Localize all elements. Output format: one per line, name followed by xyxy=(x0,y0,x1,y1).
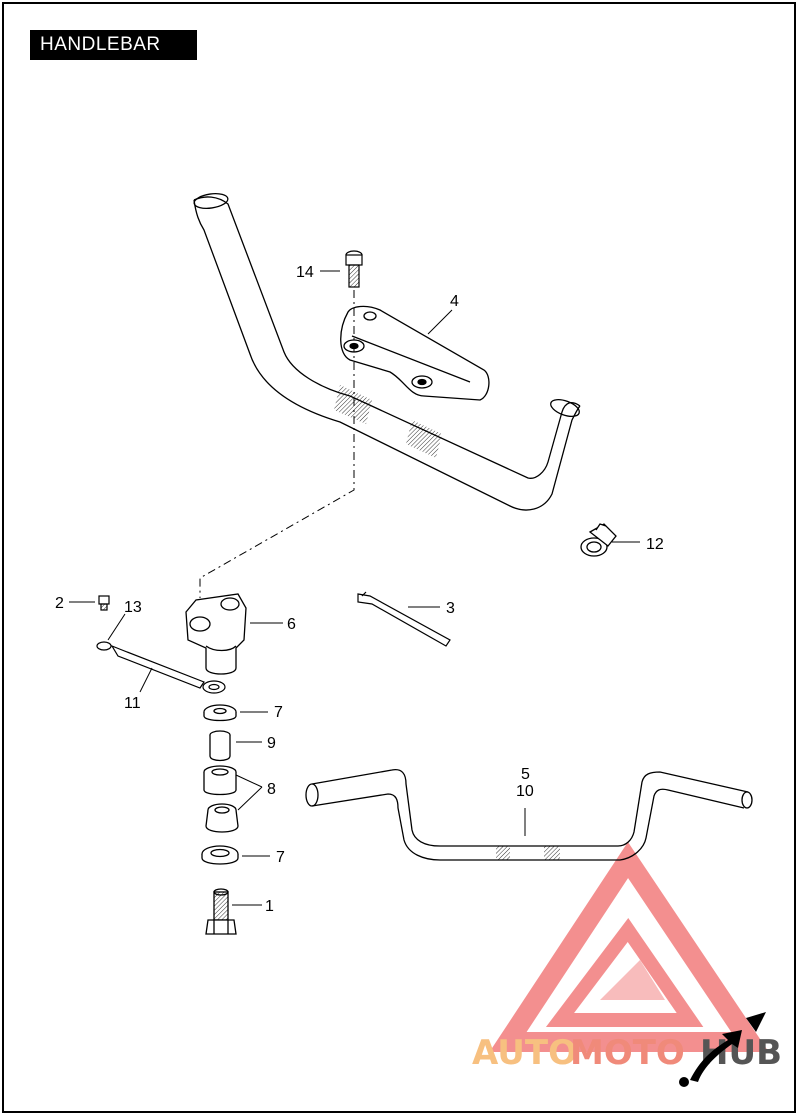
callout-6: 6 xyxy=(287,616,296,633)
wire-clip-12-icon xyxy=(580,523,617,557)
assembly-centerline xyxy=(199,290,355,598)
sleeve-9-icon xyxy=(209,730,231,762)
washer-7-upper-icon xyxy=(203,704,237,722)
bushing-8-lower-icon xyxy=(205,803,239,833)
callout-1: 1 xyxy=(265,898,274,915)
watermark-moto: MOTO xyxy=(570,1033,685,1073)
leader-lines xyxy=(69,270,640,906)
upper-handlebar xyxy=(193,193,581,511)
callout-10: 10 xyxy=(516,783,534,800)
bolt-1-icon xyxy=(205,888,237,935)
callout-7-upper: 7 xyxy=(274,704,283,721)
washer-7-lower-icon xyxy=(201,845,239,865)
watermark-arrow-icon xyxy=(679,1012,766,1087)
callout-11: 11 xyxy=(124,695,141,712)
ground-strap-11 xyxy=(96,641,226,694)
page-title: HANDLEBAR xyxy=(30,30,197,60)
callout-8: 8 xyxy=(267,781,276,798)
riser-6 xyxy=(185,593,247,675)
watermark-text: AUTO MOTO HUB xyxy=(472,1033,782,1073)
callout-13: 13 xyxy=(124,599,142,616)
handlebar-clamp-4 xyxy=(340,305,490,401)
callout-5: 5 xyxy=(521,766,530,783)
screw-14-icon xyxy=(345,250,363,288)
callout-4: 4 xyxy=(450,293,459,310)
callout-14: 14 xyxy=(296,264,314,281)
callout-3: 3 xyxy=(446,600,455,617)
watermark-auto: AUTO xyxy=(472,1033,577,1073)
lower-handlebar xyxy=(305,768,753,861)
callout-9: 9 xyxy=(267,735,276,752)
screw-2-icon xyxy=(98,595,110,611)
bushing-8-upper-icon xyxy=(203,765,237,796)
callout-12: 12 xyxy=(646,536,664,553)
watermark-logo-icon xyxy=(489,841,769,1052)
callout-7-lower: 7 xyxy=(276,849,285,866)
callout-2: 2 xyxy=(55,595,64,612)
cable-strap-3-icon xyxy=(357,591,451,647)
